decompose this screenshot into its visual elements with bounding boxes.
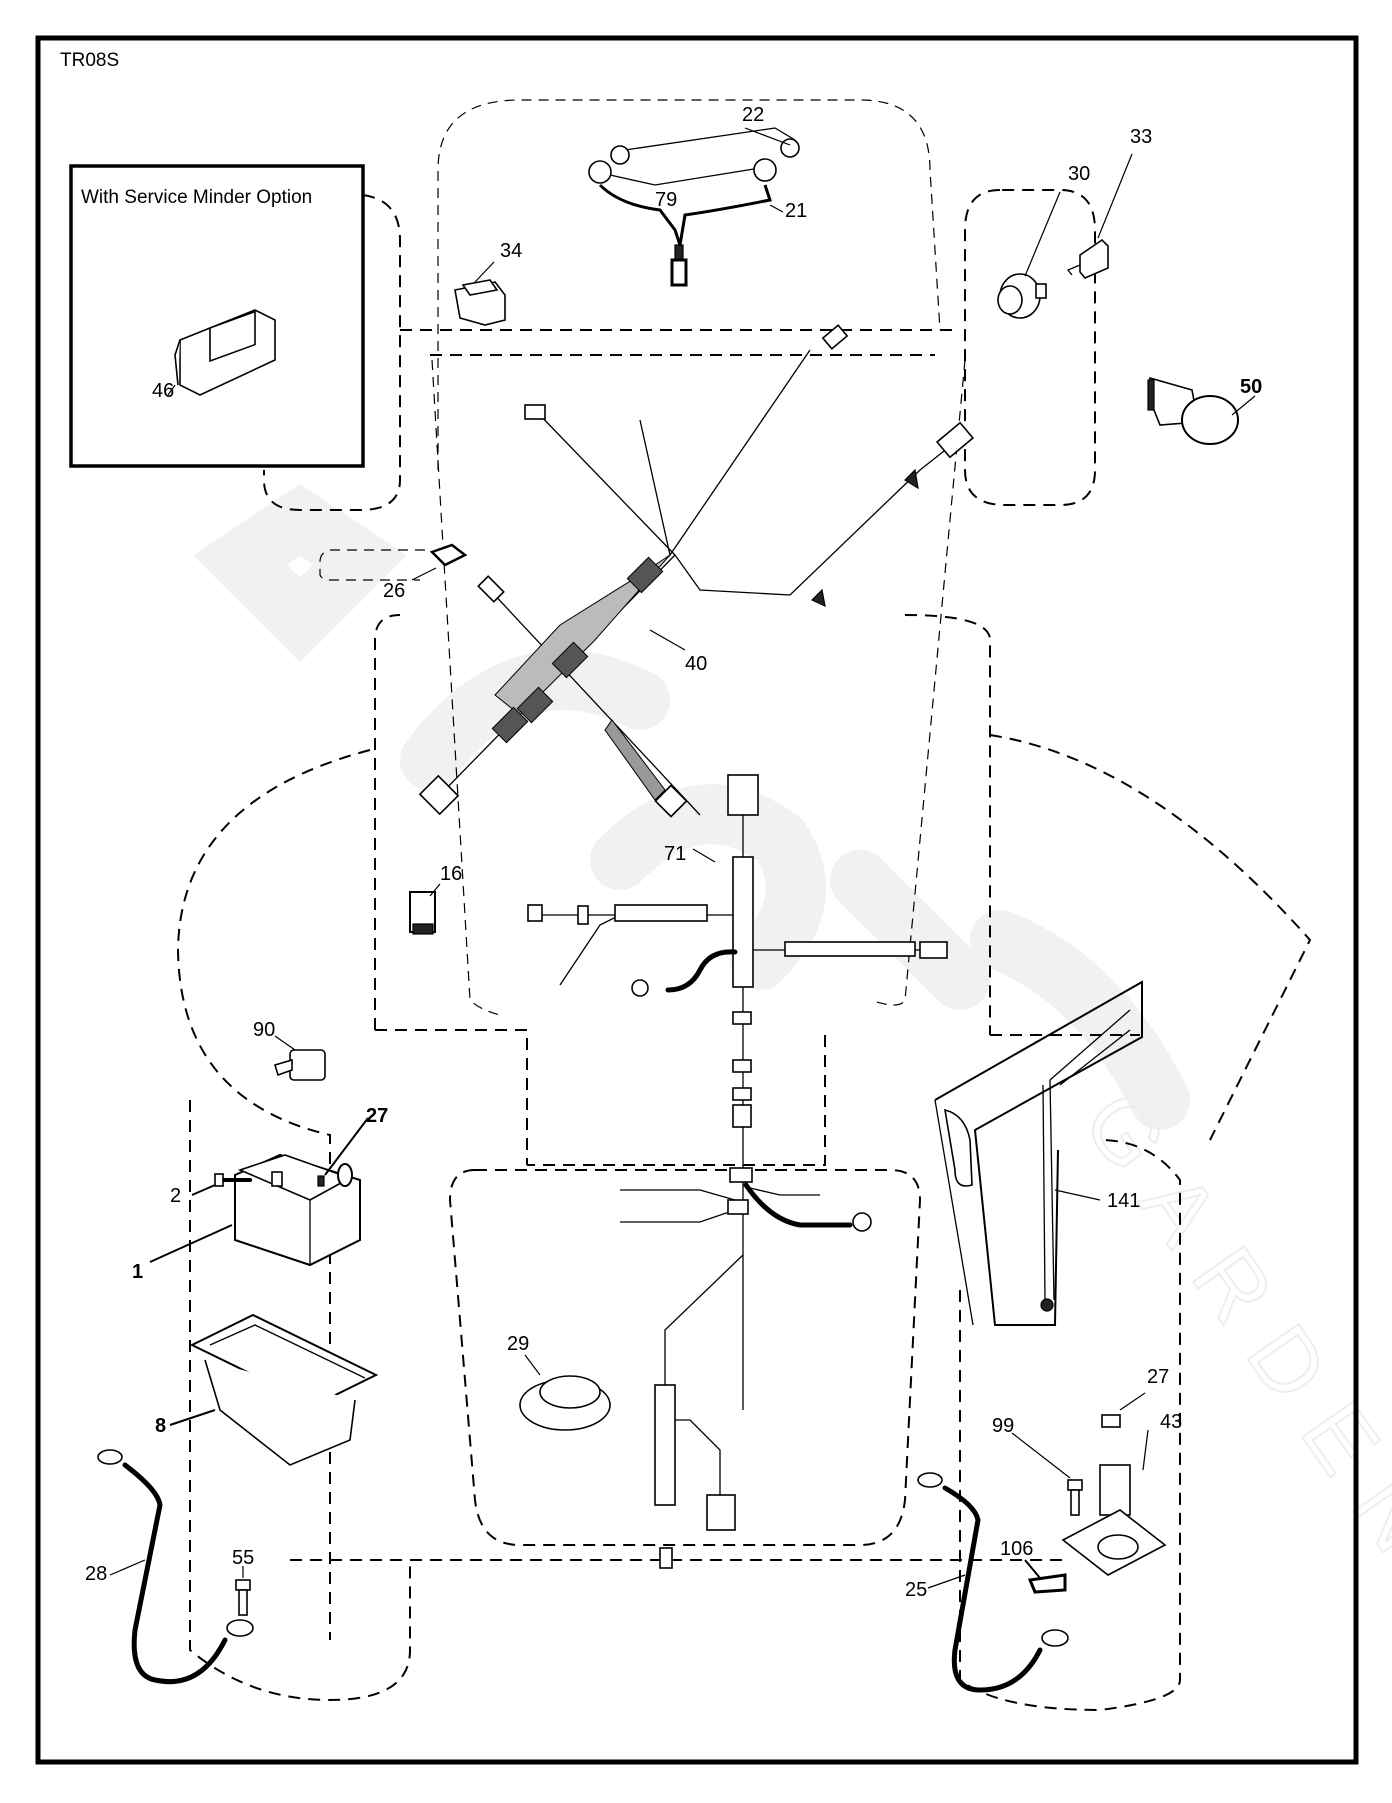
dash-outline-console [431, 359, 966, 1016]
dash-outline-right-fan [989, 734, 1312, 1141]
switch-34 [454, 279, 506, 326]
watermark: GARDEN [192, 483, 1392, 1595]
dash-outline-left-upper [263, 194, 401, 511]
callout-21: 21 [785, 200, 807, 222]
callout-25: 25 [905, 1579, 927, 1601]
ground-cable-28 [97, 1449, 254, 1685]
diagram-frame [35, 35, 1359, 1765]
battery-tray-8 [189, 1313, 379, 1466]
callout-50: 50 [1240, 376, 1262, 398]
callout-40: 40 [685, 653, 707, 675]
dash-outline-mid [374, 614, 991, 1035]
callout-29: 29 [507, 1333, 529, 1355]
dash-outline-lower-center [448, 1169, 922, 1546]
callout-8: 8 [155, 1415, 166, 1437]
callout-30: 30 [1068, 163, 1090, 185]
callout-90: 90 [253, 1019, 275, 1041]
callout-1: 1 [132, 1261, 143, 1283]
bolt-99 [1067, 1479, 1083, 1516]
main-harness-40 [418, 324, 975, 818]
inset-title: With Service Minder Option [81, 187, 312, 208]
dash-dash-panel [400, 329, 960, 356]
solenoid-43 [1061, 1464, 1167, 1576]
seat-switch-141 [934, 980, 1143, 1326]
fuse-26 [429, 543, 468, 567]
callout-26: 26 [383, 580, 405, 602]
battery-1 [234, 1153, 361, 1267]
ignition-key-33 [1066, 238, 1109, 279]
callout-71: 71 [664, 843, 686, 865]
callout-22: 22 [742, 104, 764, 126]
callout-79: 79 [655, 189, 677, 211]
model-code: TR08S [60, 50, 119, 71]
nut-27 [1101, 1414, 1121, 1428]
callout-33: 33 [1130, 126, 1152, 148]
service-minder-part [174, 309, 276, 396]
callout-34: 34 [500, 240, 522, 262]
harness-71 [527, 774, 948, 1569]
pto-switch-50 [1147, 376, 1239, 445]
callout-28: 28 [85, 1563, 107, 1585]
dash-outline-battery [189, 1100, 411, 1702]
part-90 [274, 1049, 326, 1081]
horn-29 [519, 1375, 611, 1431]
dash-outline-center [375, 1029, 1140, 1166]
callout-55: 55 [232, 1547, 254, 1569]
callout-46: 46 [152, 380, 174, 402]
dash-outline-key-area [964, 189, 1096, 506]
bolt-55 [235, 1579, 251, 1616]
dash-outline-solenoid [959, 1139, 1181, 1712]
callout-27-battery: 27 [366, 1105, 388, 1127]
ignition-switch-30 [997, 273, 1047, 319]
callout-2: 2 [170, 1185, 181, 1207]
positive-cable-25 [917, 1472, 1069, 1693]
callout-99: 99 [992, 1415, 1014, 1437]
callout-43: 43 [1160, 1411, 1182, 1433]
headlight-harness [588, 127, 800, 287]
callout-16: 16 [440, 863, 462, 885]
callout-27-solenoid: 27 [1147, 1366, 1169, 1388]
callout-141: 141 [1107, 1190, 1140, 1212]
clamp-106 [1027, 1573, 1067, 1594]
service-minder-inset [69, 164, 365, 468]
dash-outline-left-circle [176, 749, 371, 1640]
dash-outline-hood [437, 99, 941, 470]
connector-16 [409, 891, 436, 935]
callout-106: 106 [1000, 1538, 1033, 1560]
